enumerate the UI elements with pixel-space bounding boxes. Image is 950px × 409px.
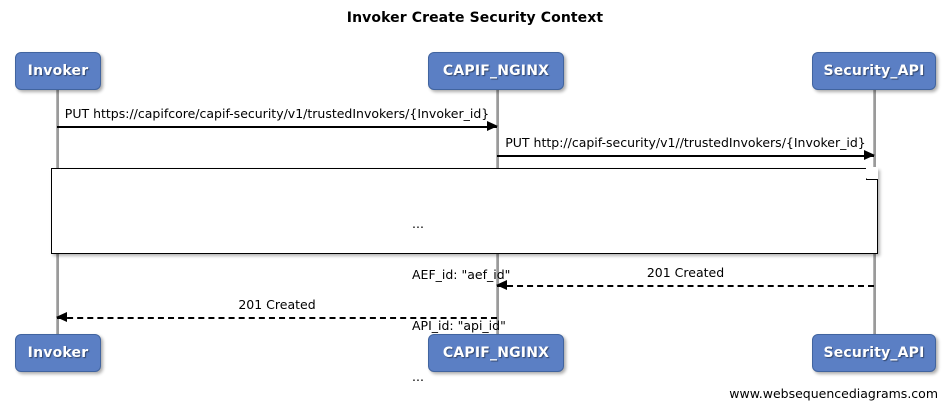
page-title: Invoker Create Security Context: [346, 10, 604, 26]
message-line: [57, 126, 497, 128]
message-line: [497, 155, 874, 157]
arrowhead-right-icon: [487, 121, 498, 131]
note-text: ... AEF_id: "aef_id" API_id: "api_id" ..…: [412, 181, 510, 409]
arrowhead-right-icon: [864, 150, 875, 160]
message-label: 201 Created: [646, 265, 725, 280]
participant-security-api-top[interactable]: Security_API: [812, 52, 936, 90]
participant-invoker-top[interactable]: Invoker: [15, 52, 101, 90]
note-fold-corner-icon: [866, 167, 878, 180]
note-line: ...: [412, 369, 424, 384]
note-line: AEF_id: "aef_id": [412, 267, 511, 282]
note-line: ...: [412, 216, 424, 231]
note-line: API_id: "api_id": [412, 318, 506, 333]
message-label: PUT https://capifcore/capif-security/v1/…: [64, 106, 490, 121]
arrowhead-left-icon: [56, 312, 67, 322]
participant-security-api-bottom[interactable]: Security_API: [812, 334, 936, 372]
note-box: ... AEF_id: "aef_id" API_id: "api_id" ..…: [51, 167, 878, 384]
arrowhead-left-icon: [496, 280, 507, 290]
participant-label: Security_API: [823, 63, 925, 79]
participant-invoker-bottom[interactable]: Invoker: [15, 334, 101, 372]
participant-label: Security_API: [823, 345, 925, 361]
watermark-footer: www.websequencediagrams.com: [729, 386, 938, 401]
participant-label: Invoker: [27, 63, 89, 79]
message-line: [57, 317, 497, 319]
participant-capif-nginx-top[interactable]: CAPIF_NGINX: [428, 52, 564, 90]
message-label: PUT http://capif-security/v1//trustedInv…: [505, 135, 866, 150]
participant-label: CAPIF_NGINX: [442, 63, 550, 79]
participant-capif-nginx-bottom[interactable]: CAPIF_NGINX: [428, 334, 564, 372]
participant-label: CAPIF_NGINX: [442, 345, 550, 361]
message-label: 201 Created: [238, 297, 316, 312]
participant-label: Invoker: [27, 345, 89, 361]
message-line: [497, 285, 874, 287]
